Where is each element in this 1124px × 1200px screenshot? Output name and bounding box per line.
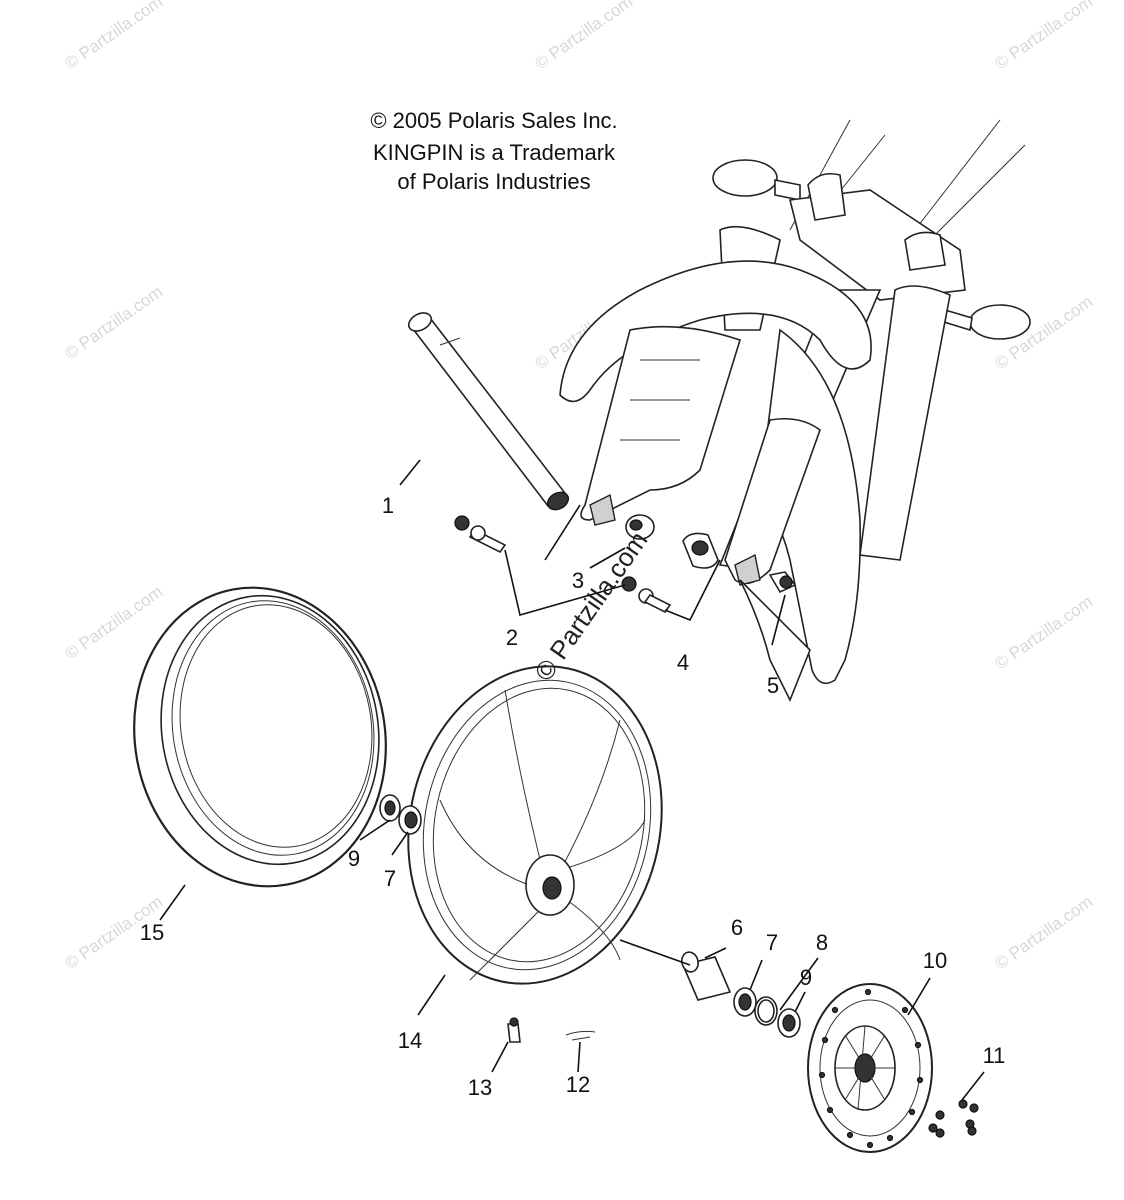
callout-7-left: 7: [384, 866, 396, 891]
callout-12: 12: [566, 1072, 590, 1097]
axle-part-1: [407, 312, 570, 511]
copyright-line-1: © 2005 Polaris Sales Inc.: [370, 108, 617, 133]
callout-3: 3: [572, 568, 584, 593]
svg-text:© Partzilla.com: © Partzilla.com: [531, 0, 636, 73]
svg-text:© Partzilla.com: © Partzilla.com: [61, 582, 166, 663]
callout-6: 6: [731, 915, 743, 940]
svg-text:© Partzilla.com: © Partzilla.com: [61, 282, 166, 363]
valve-and-weight: [507, 1017, 596, 1043]
callout-14: 14: [398, 1028, 422, 1053]
copyright-block: © 2005 Polaris Sales Inc. KINGPIN is a T…: [370, 108, 617, 194]
copyright-line-2: KINGPIN is a Trademark: [373, 140, 616, 165]
wheel-part-14: [407, 665, 663, 985]
callout-1: 1: [382, 493, 394, 518]
callout-8: 8: [816, 930, 828, 955]
callout-7-right: 7: [766, 930, 778, 955]
svg-text:© Partzilla.com: © Partzilla.com: [991, 0, 1096, 73]
brake-disc-part-10: [807, 983, 933, 1153]
callout-2: 2: [506, 625, 518, 650]
copyright-line-3: of Polaris Industries: [397, 169, 590, 194]
callout-10: 10: [923, 948, 947, 973]
callout-15: 15: [140, 920, 164, 945]
callout-9-left: 9: [348, 846, 360, 871]
callout-13: 13: [468, 1075, 492, 1100]
svg-text:© Partzilla.com: © Partzilla.com: [991, 892, 1096, 973]
svg-text:© Partzilla.com: © Partzilla.com: [61, 0, 166, 73]
callout-labels: 1 2 3 4 5 6 7 7 8 9 9 10 11 12 13 14 15: [140, 493, 1006, 1100]
bearings-seals: [379, 794, 801, 1038]
leader-lines: [159, 459, 985, 1101]
fork-fender-assembly: [559, 119, 1031, 702]
callout-9-right: 9: [800, 965, 812, 990]
tire-part-15: [133, 586, 387, 888]
disc-bolts-part-11: [928, 1099, 979, 1138]
callout-11: 11: [983, 1043, 1006, 1068]
callout-4: 4: [677, 650, 689, 675]
svg-text:© Partzilla.com: © Partzilla.com: [991, 592, 1096, 673]
center-watermark: © Partzilla.com: [528, 526, 653, 687]
callout-5: 5: [767, 673, 779, 698]
small-hardware: [454, 514, 797, 614]
